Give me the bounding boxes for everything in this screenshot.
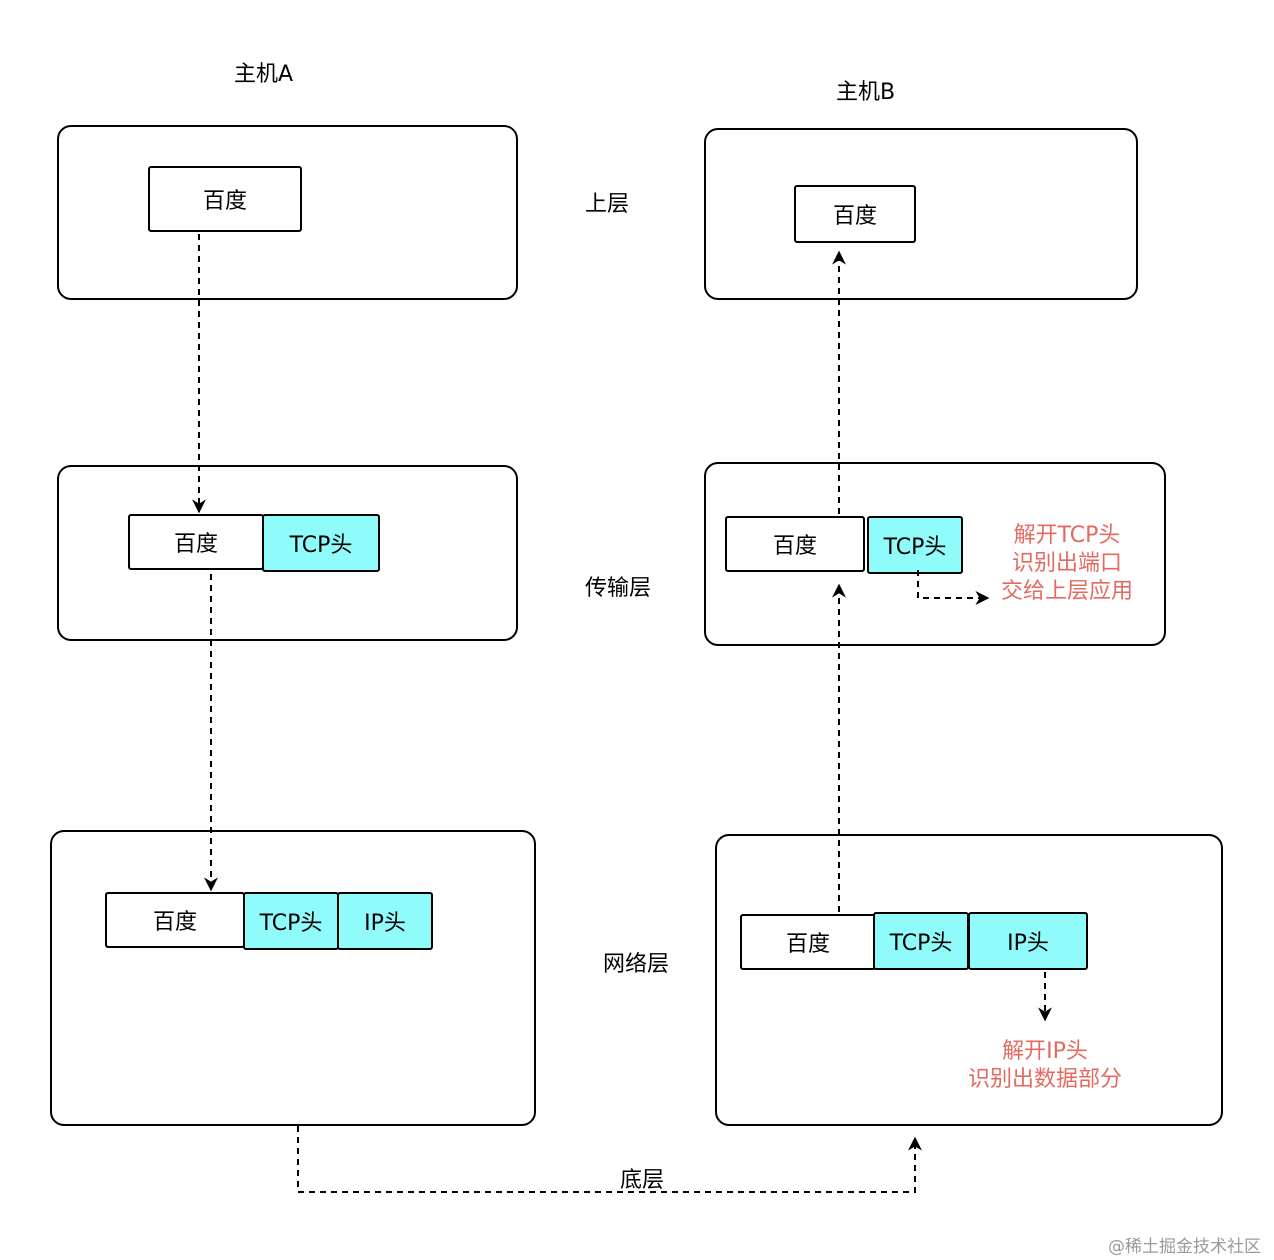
layer-label-network: 网络层: [603, 952, 670, 977]
layer-label-upper: 上层: [585, 192, 630, 217]
transport-note-line-2: 识别出端口: [1011, 551, 1122, 576]
host-a-network-layer-box: [50, 830, 536, 1126]
host-a-network-ip-header-cell: IP头: [337, 892, 433, 950]
arrow-b-tcp-to-note: [917, 570, 990, 605]
host-b-network-layer-box: [715, 834, 1223, 1126]
host-a-upper-data-cell: 百度: [148, 166, 302, 232]
host-b-network-tcp-header-cell: TCP头: [873, 912, 969, 970]
network-unwrap-note: 解开IP头 识别出数据部分: [955, 1038, 1135, 1094]
host-b-transport-data-cell: 百度: [725, 516, 865, 572]
host-b-network-ip-header-cell: IP头: [968, 912, 1088, 970]
host-a-network-data-cell: 百度: [105, 892, 245, 948]
host-a-title: 主机A: [234, 62, 294, 87]
host-b-network-data-cell: 百度: [740, 914, 876, 970]
watermark-text: @稀土掘金技术社区: [1108, 1237, 1261, 1257]
host-b-transport-tcp-header-cell: TCP头: [867, 516, 963, 574]
host-b-upper-layer-box: [704, 128, 1138, 300]
layer-label-bottom: 底层: [620, 1168, 665, 1193]
network-note-line-2: 识别出数据部分: [967, 1067, 1122, 1092]
arrow-bottom-link: [297, 1126, 922, 1193]
network-note-line-1: 解开IP头: [1002, 1039, 1088, 1064]
host-b-upper-data-cell: 百度: [794, 185, 916, 243]
host-a-transport-tcp-header-cell: TCP头: [262, 514, 380, 572]
transport-unwrap-note: 解开TCP头 识别出端口 交给上层应用: [992, 522, 1142, 606]
layer-label-transport: 传输层: [585, 576, 652, 601]
transport-note-line-3: 交给上层应用: [1000, 579, 1133, 604]
transport-note-line-1: 解开TCP头: [1013, 523, 1121, 548]
host-b-title: 主机B: [836, 80, 896, 105]
host-a-transport-data-cell: 百度: [128, 514, 264, 570]
